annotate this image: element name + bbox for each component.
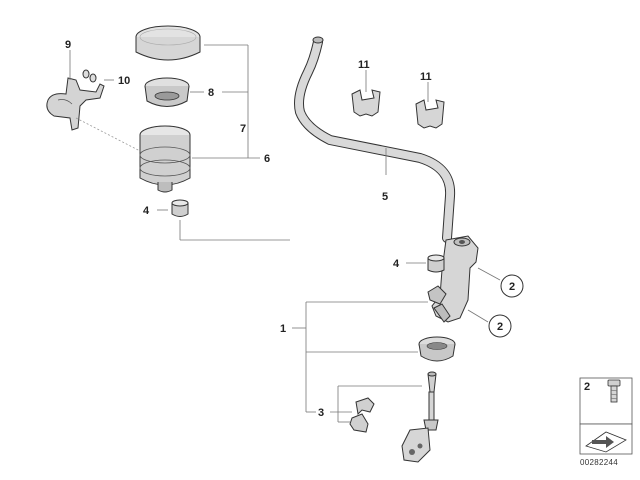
bracket-clips [82,69,97,83]
legend-callout-2: 2 [584,381,590,393]
reservoir-diaphragm [144,77,190,107]
callout-7: 7 [240,123,246,135]
leader-lines [69,44,501,423]
retaining-clip-upper [355,397,375,416]
reservoir-bracket [46,77,105,131]
screw-icon [607,379,621,403]
document-id: 00282244 [580,458,618,467]
fluid-hose [294,36,456,243]
callout-4-lower: 4 [393,258,400,270]
callout-3: 3 [318,407,324,419]
callout-2-upper-text: 2 [509,281,515,293]
fluid-reservoir [139,125,191,193]
retaining-clip-lower [349,413,369,433]
push-rod [401,371,439,463]
callout-11-left: 11 [358,59,370,71]
hose-clip-right [415,99,445,129]
hose-clamp-upper [171,199,189,217]
callout-1: 1 [280,323,286,335]
callout-2-circle-lower: 2 [488,314,512,338]
cylinder-boot [418,336,456,362]
legend-box: 2 [579,377,633,455]
callout-4-upper: 4 [143,205,150,217]
reservoir-cap [135,25,201,61]
hose-clip-left [351,89,381,117]
callout-10: 10 [118,75,130,87]
hose-clamp-lower [427,254,445,273]
callout-9: 9 [65,39,71,51]
callout-2-lower-text: 2 [497,321,503,333]
callout-11-right: 11 [420,71,432,83]
callout-5: 5 [382,191,388,203]
arrow-plate-icon [585,431,627,453]
callout-2-circle-upper: 2 [500,274,524,298]
callout-6: 6 [264,153,270,165]
callout-8: 8 [208,87,214,99]
brake-master-cylinder [427,235,479,323]
